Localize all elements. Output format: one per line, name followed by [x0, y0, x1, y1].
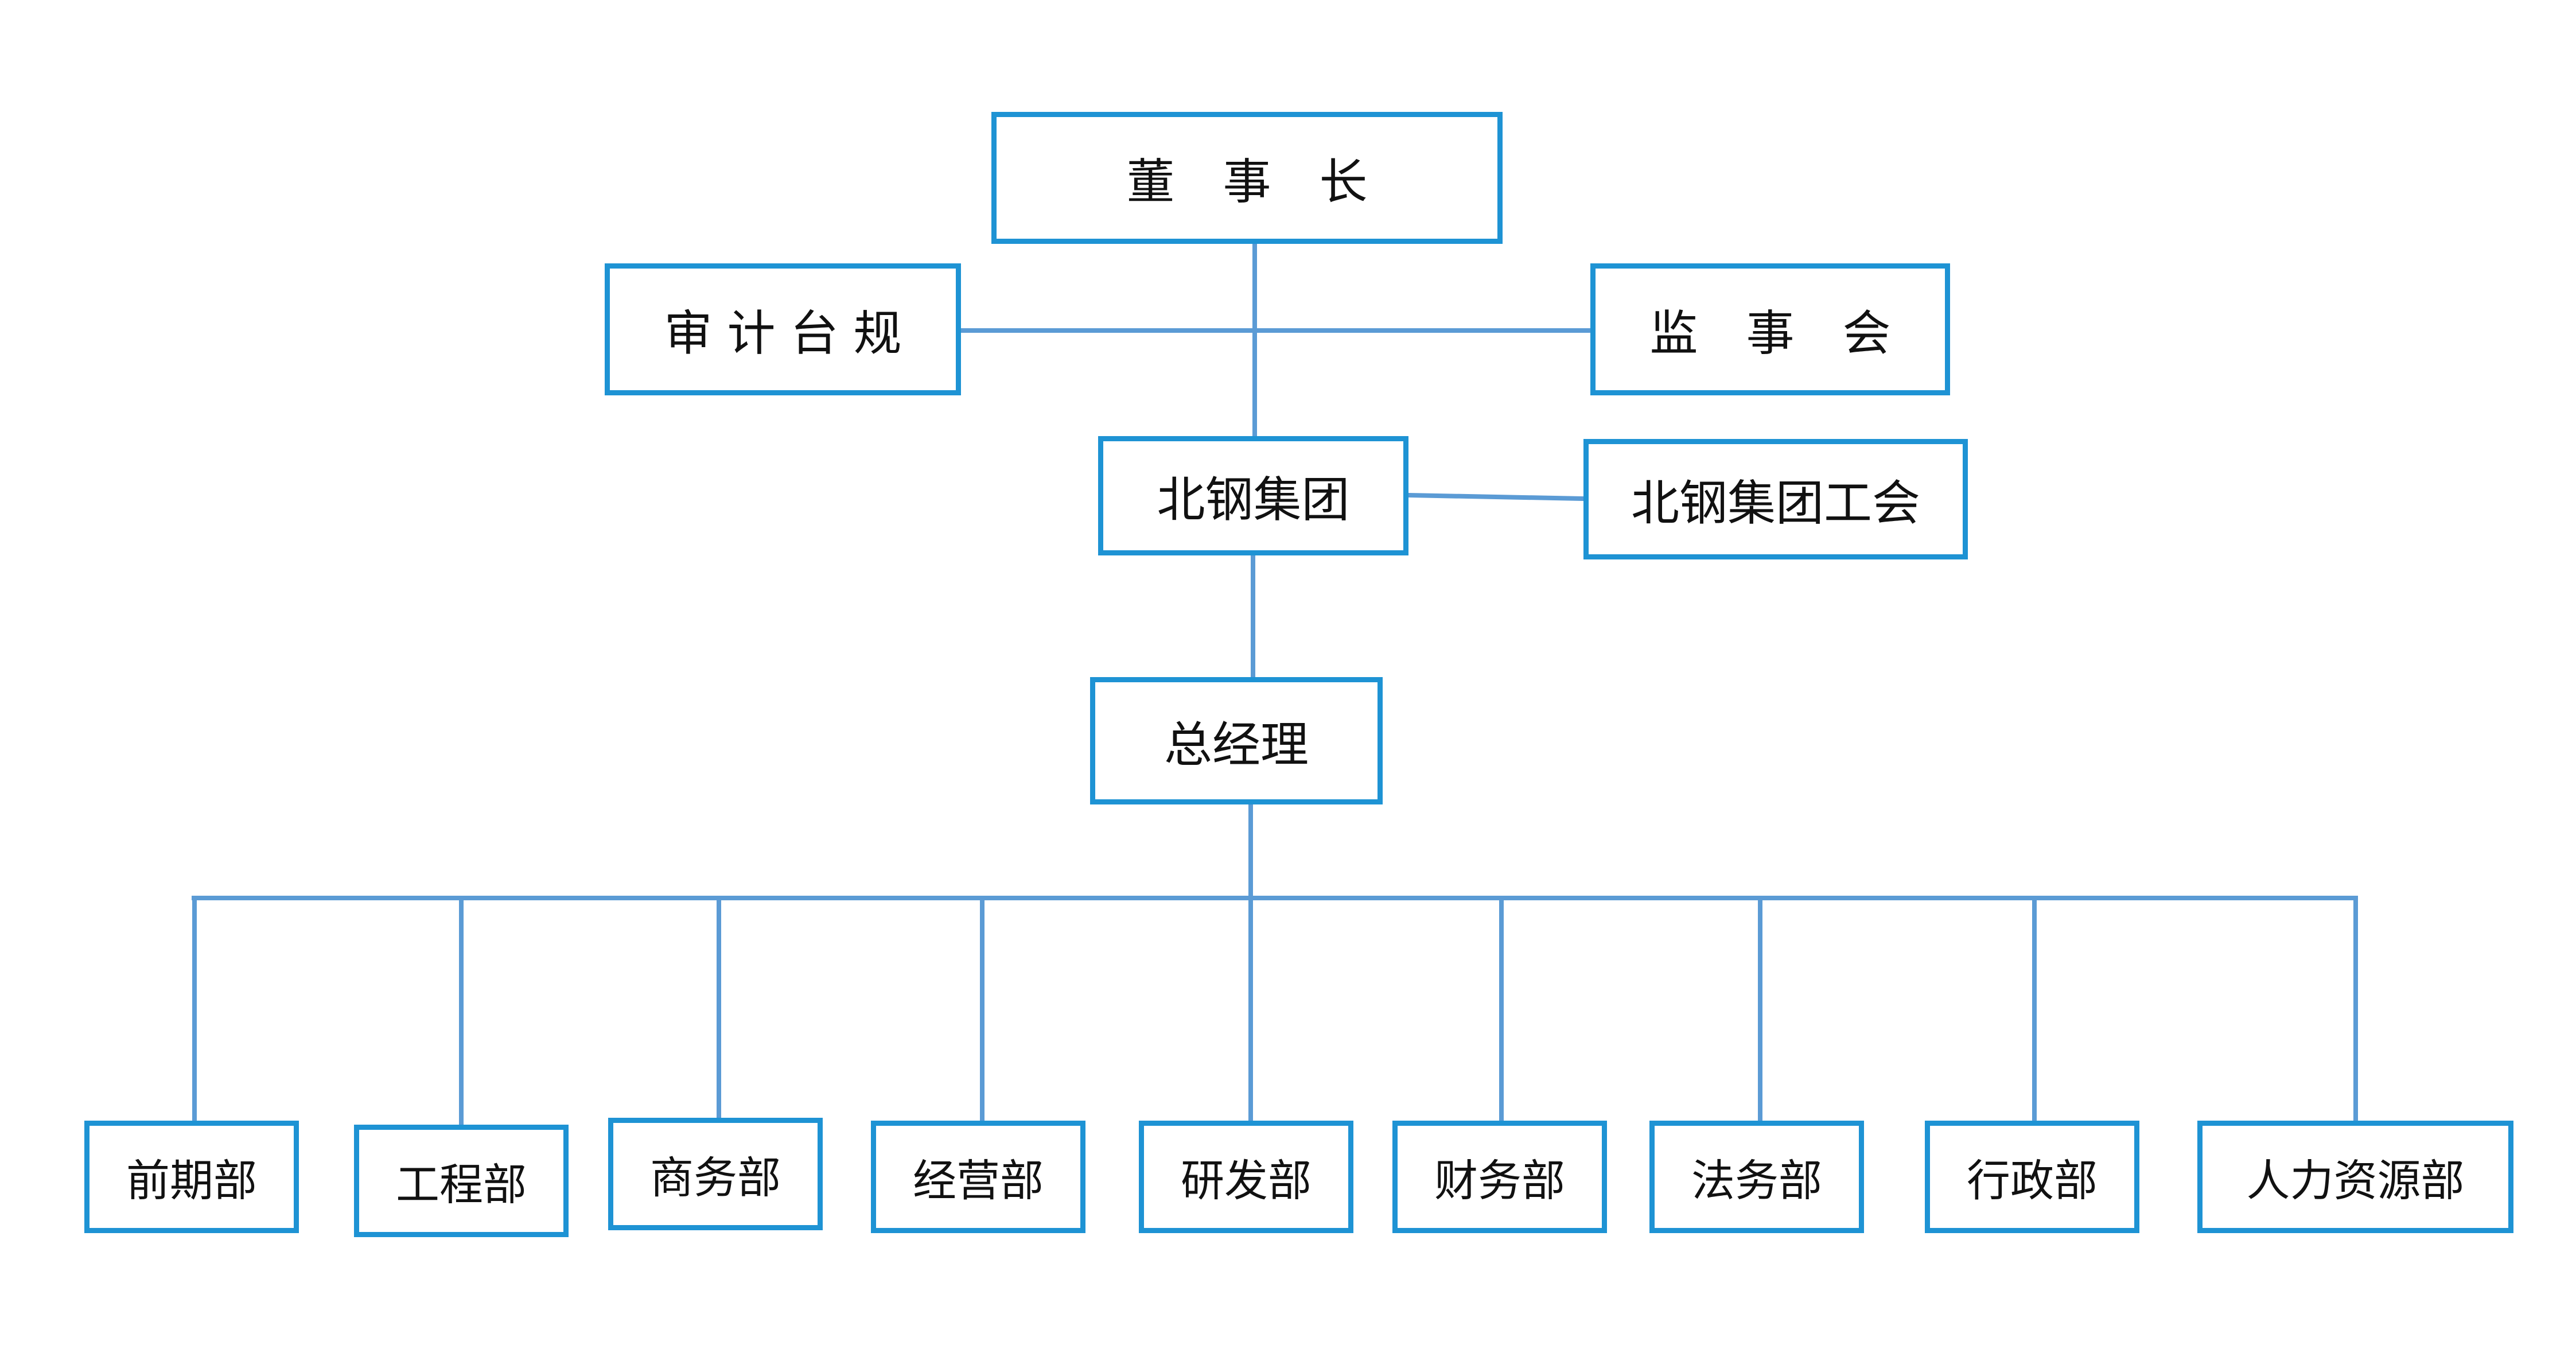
department-label: 商务部 — [650, 1152, 781, 1203]
general-manager-label: 总经理 — [1164, 716, 1309, 773]
department-label: 研发部 — [1181, 1155, 1312, 1206]
chairman-box: 董 事 长 — [991, 112, 1503, 244]
department-box-yanfa: 研发部 — [1139, 1121, 1353, 1233]
department-label: 人力资源部 — [2246, 1155, 2465, 1206]
chairman-label: 董 事 长 — [1126, 153, 1368, 210]
union-label: 北钢集团工会 — [1631, 475, 1920, 531]
department-box-jingying: 经营部 — [871, 1121, 1085, 1233]
supervisory-board-label: 监 事 会 — [1649, 305, 1891, 361]
department-label: 前期部 — [126, 1155, 257, 1206]
department-label: 财务部 — [1434, 1155, 1565, 1206]
department-box-xingzheng: 行政部 — [1925, 1121, 2139, 1233]
union-box: 北钢集团工会 — [1583, 439, 1968, 559]
general-manager-box: 总经理 — [1090, 677, 1383, 804]
department-box-fawu: 法务部 — [1649, 1121, 1864, 1233]
department-box-qianqi: 前期部 — [84, 1121, 299, 1233]
department-label: 法务部 — [1691, 1155, 1822, 1206]
department-label: 经营部 — [913, 1155, 1044, 1206]
group-box: 北钢集团 — [1098, 436, 1408, 555]
audit-box: 审计台规 — [605, 263, 961, 395]
department-box-caiwu: 财务部 — [1392, 1121, 1607, 1233]
department-box-shangwu: 商务部 — [608, 1118, 823, 1230]
supervisory-board-box: 监 事 会 — [1590, 263, 1950, 395]
group-label: 北钢集团 — [1157, 471, 1350, 528]
line-group-union — [1406, 492, 1586, 502]
department-box-gongcheng: 工程部 — [354, 1125, 569, 1237]
department-label: 行政部 — [1967, 1155, 2098, 1206]
audit-label: 审计台规 — [664, 305, 917, 361]
department-label: 工程部 — [396, 1159, 527, 1210]
department-box-renli: 人力资源部 — [2197, 1121, 2513, 1233]
